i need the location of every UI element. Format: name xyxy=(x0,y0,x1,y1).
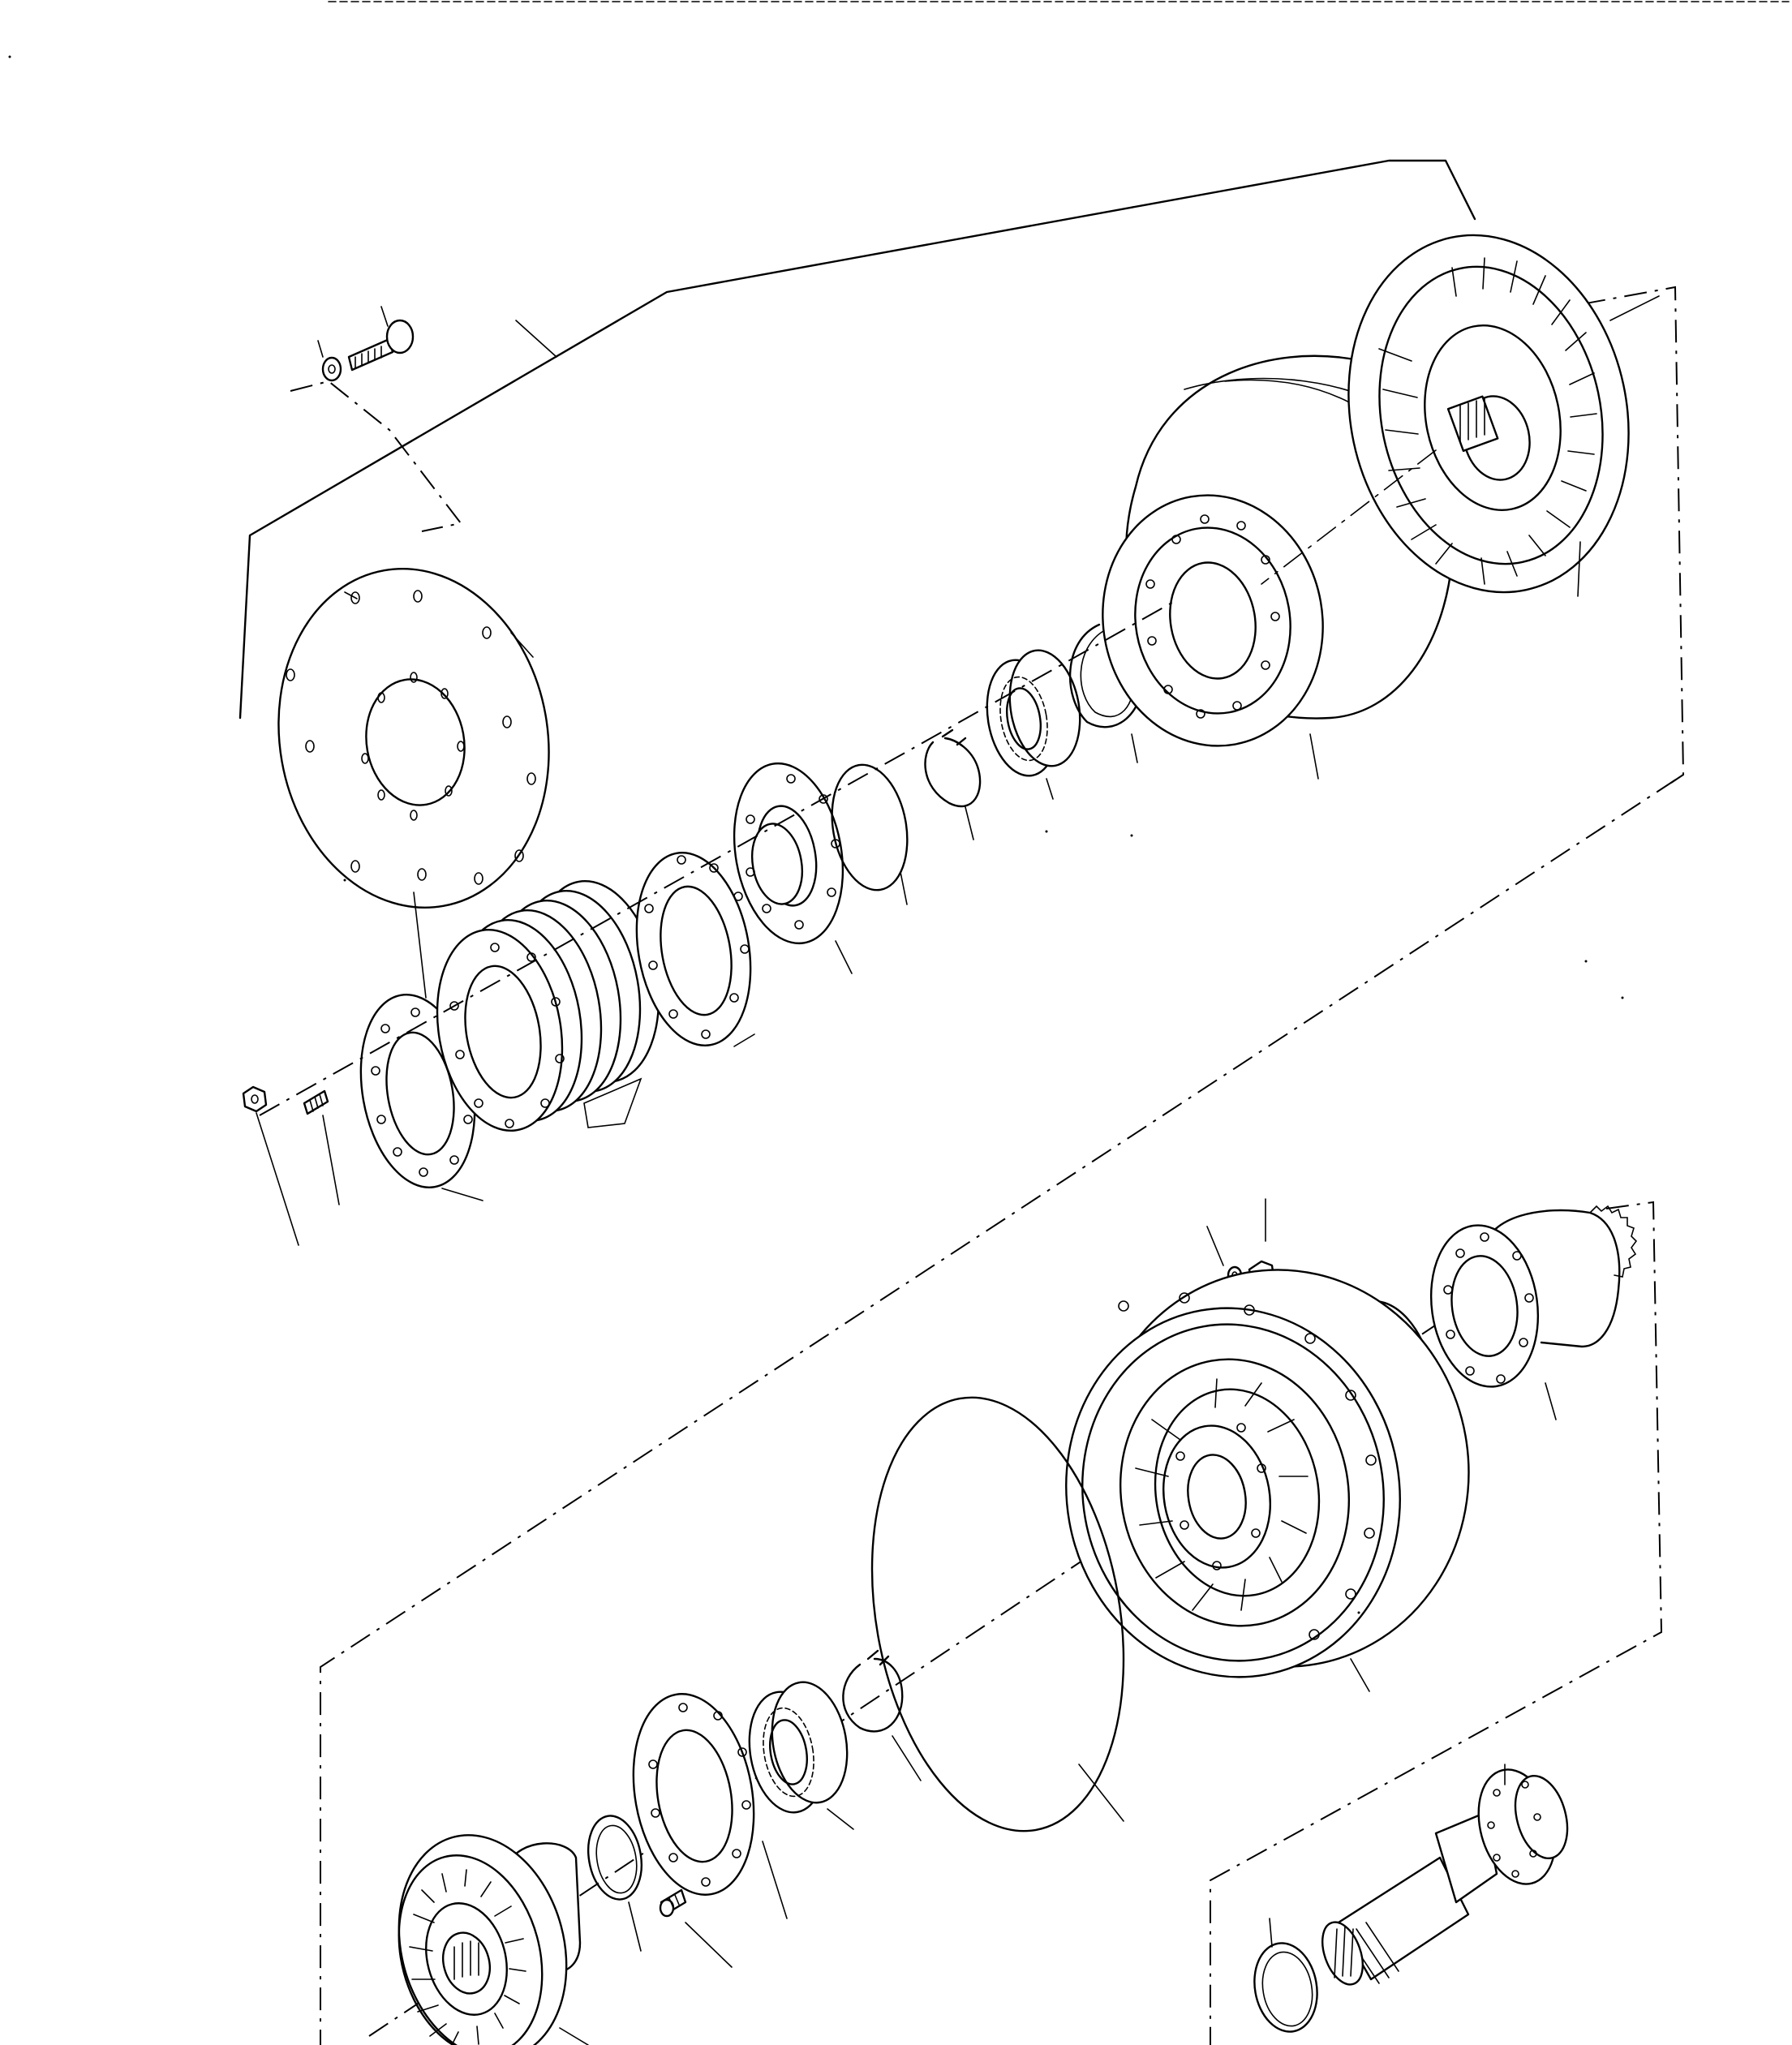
stray-marks xyxy=(8,55,1624,1614)
impeller-with-shaft xyxy=(398,1834,589,2045)
gear-hub xyxy=(1429,1205,1638,1420)
snap-ring-upper xyxy=(924,728,982,840)
dash-dot-envelope xyxy=(290,286,1685,2045)
shaft-seal-ring xyxy=(1253,1918,1318,2033)
drive-plate xyxy=(277,568,550,999)
output-shaft xyxy=(1321,1764,1569,1986)
hub-flange xyxy=(733,762,853,974)
screw-lower xyxy=(659,1888,733,1968)
ball-bearing-lower xyxy=(748,1681,854,1830)
ball-bearing-upper xyxy=(986,649,1081,800)
bearing-retainer-plate xyxy=(632,1693,788,1919)
stator-pump-housing xyxy=(1065,1269,1470,1692)
spacer-plate xyxy=(635,852,755,1047)
turbine-wheel xyxy=(1261,234,1660,597)
bolt-with-washer-top xyxy=(317,306,415,382)
circlip-lower xyxy=(587,1815,642,1952)
center-axis-upper xyxy=(259,599,1177,1116)
snap-ring-lower xyxy=(842,1649,922,1781)
bolt-and-nut-left xyxy=(242,1085,340,1246)
thin-o-ring-upper xyxy=(831,763,909,905)
assembly-outline-upper xyxy=(239,159,1476,720)
large-seal-ring xyxy=(870,1396,1125,1832)
plate-stack xyxy=(436,880,660,1132)
